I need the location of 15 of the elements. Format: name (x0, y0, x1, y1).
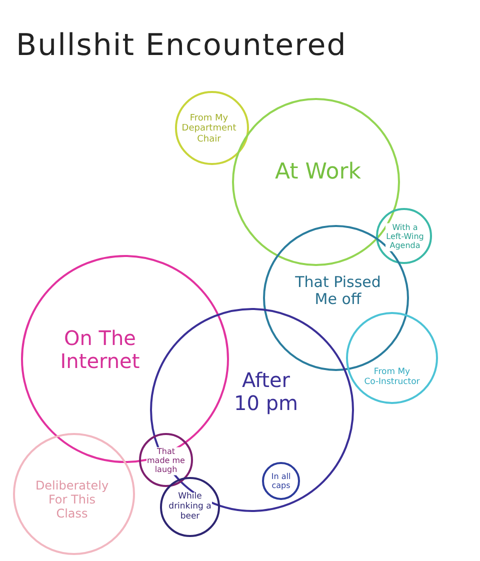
circle-label: While drinking a beer (168, 492, 212, 522)
venn-circle (160, 477, 220, 537)
circle-label: After 10 pm (234, 369, 298, 415)
venn-circle (376, 208, 432, 264)
venn-circle (13, 433, 135, 555)
title: Bullshit Encountered (16, 28, 347, 63)
venn-circle (262, 462, 300, 500)
circle-label: With a Left-Wing Agenda (386, 223, 424, 251)
venn-circle (346, 312, 438, 404)
circle-label: In all caps (271, 472, 291, 490)
circle-label: Deliberately For This Class (34, 479, 110, 521)
venn-circle (175, 91, 249, 165)
venn-circle (139, 433, 193, 487)
circle-label: That made me laugh (146, 447, 186, 475)
circle-label: From My Department Chair (181, 113, 237, 145)
